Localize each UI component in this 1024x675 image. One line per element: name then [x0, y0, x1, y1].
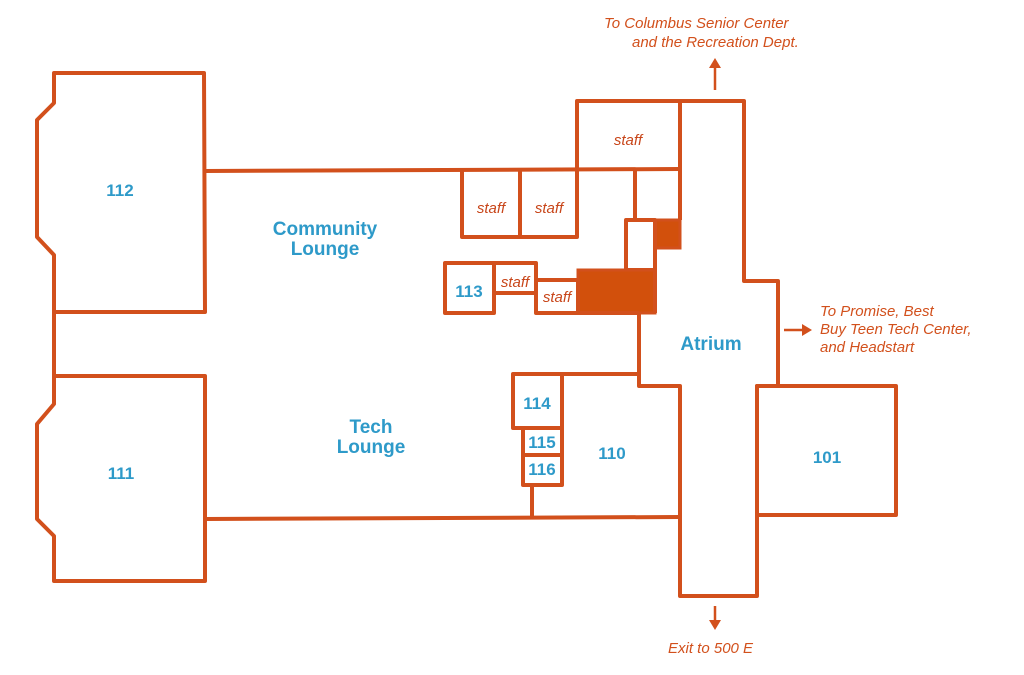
- north-direction-line1: To Columbus Senior Center: [604, 15, 790, 32]
- lounge-south-wall: [204, 515, 681, 521]
- room-111-label: 111: [108, 464, 135, 483]
- room-101-label: 101: [813, 448, 841, 467]
- community-lounge-label-line1: Community: [273, 219, 378, 240]
- staff-label-c: staff: [501, 274, 531, 291]
- room-116-outline: [521, 453, 564, 487]
- room-101-outline: [755, 384, 898, 517]
- staff-label-b: staff: [535, 200, 565, 217]
- east-direction-line3: and Headstart: [820, 339, 915, 356]
- staff-label-d: staff: [543, 289, 573, 306]
- staff-room-b: [520, 170, 579, 239]
- staff-room-d: [534, 278, 580, 315]
- tech-lounge-label-line2: Lounge: [337, 437, 406, 458]
- room-113-label: 113: [455, 282, 482, 301]
- community-lounge-label-line2: Lounge: [291, 239, 360, 260]
- room-110-label: 110: [598, 444, 625, 463]
- atrium-label: Atrium: [680, 334, 741, 355]
- staff-label-top: staff: [614, 132, 644, 149]
- east-direction-line1: To Promise, Best: [820, 303, 934, 320]
- solid-block-small: [653, 218, 682, 250]
- room-115-label: 115: [528, 433, 555, 452]
- room-116-label: 116: [528, 460, 555, 479]
- lounge-north-wall: [204, 167, 681, 173]
- room-114-label: 114: [523, 394, 551, 413]
- arrow-north-head: [709, 58, 721, 68]
- tech-lounge-label-line1: Tech: [350, 417, 393, 438]
- room-111-outline: [35, 374, 207, 583]
- arrow-east-head: [802, 324, 812, 336]
- east-direction-line2: Buy Teen Tech Center,: [820, 321, 972, 338]
- small-closet: [624, 218, 657, 272]
- solid-block-large: [576, 268, 657, 315]
- arrow-south-head: [709, 620, 721, 630]
- room-112-label: 112: [106, 181, 133, 200]
- room-112-outline: [35, 71, 207, 314]
- staff-room-a: [460, 171, 522, 239]
- north-direction-line2: and the Recreation Dept.: [632, 34, 799, 51]
- staff-label-a: staff: [477, 200, 507, 217]
- south-direction-label: Exit to 500 E: [668, 640, 754, 657]
- room-110-outline: [562, 372, 641, 386]
